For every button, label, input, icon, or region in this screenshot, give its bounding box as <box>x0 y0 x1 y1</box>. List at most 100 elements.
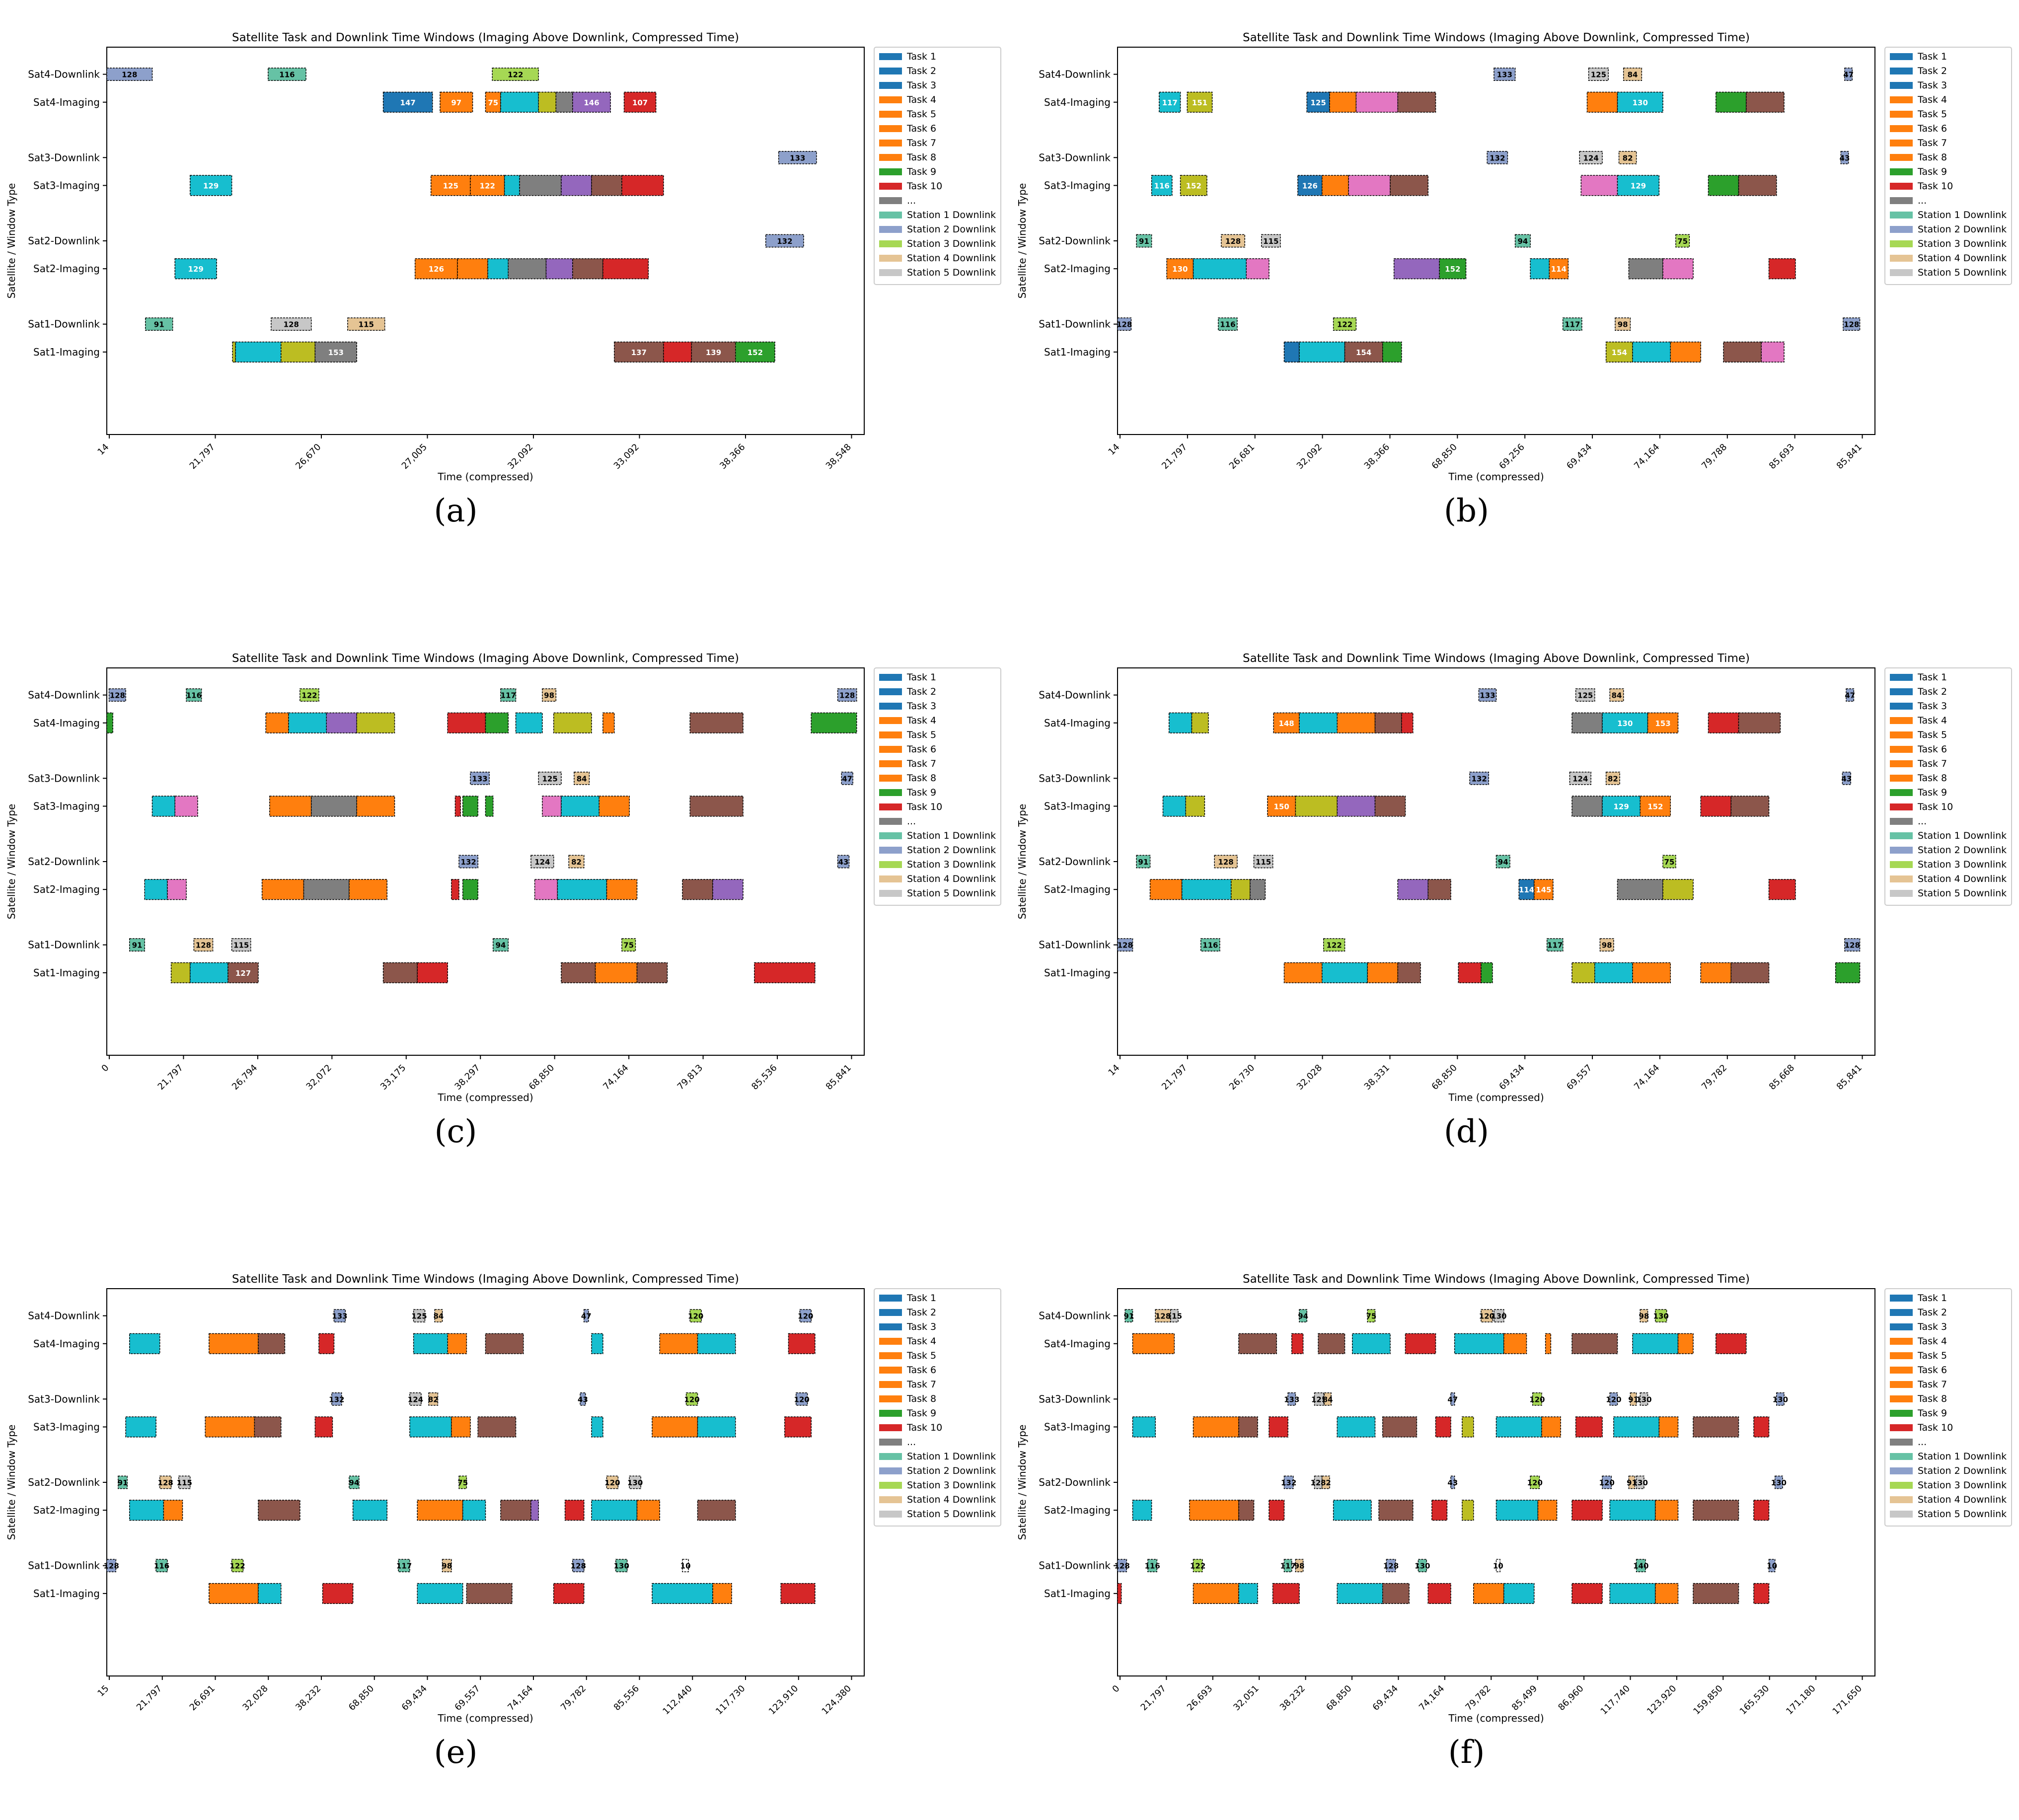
bar-label: 140 <box>1633 1562 1648 1571</box>
downlink-bar <box>193 938 214 952</box>
imaging-bar <box>1594 962 1633 983</box>
downlink-bar <box>1675 234 1690 248</box>
imaging-bar <box>659 1333 698 1354</box>
legend-swatch <box>1890 1367 1913 1374</box>
imaging-bar <box>682 879 713 900</box>
x-tick-label: 68,850 <box>1429 1063 1459 1092</box>
imaging-bar <box>1670 341 1701 363</box>
legend-swatch <box>879 1511 902 1518</box>
legend-swatch <box>1890 1395 1913 1402</box>
imaging-bar <box>1768 258 1796 280</box>
bar-label: 82 <box>1623 153 1633 162</box>
imaging-bar <box>1496 1500 1539 1521</box>
downlink-bar <box>765 234 804 248</box>
imaging-bar <box>572 258 603 280</box>
bar-label: 116 <box>1154 181 1170 190</box>
imaging-bar <box>205 1416 255 1438</box>
legend-entry: Station 1 Downlink <box>907 210 996 220</box>
legend-swatch <box>1890 847 1913 854</box>
bar-label: 128 <box>103 1562 119 1571</box>
imaging-bar <box>1382 1416 1418 1438</box>
x-tick-label: 86,960 <box>1556 1683 1585 1713</box>
legend-swatch <box>879 818 902 825</box>
legend <box>874 47 1001 285</box>
x-tick-label: 79,782 <box>559 1683 588 1713</box>
chart-title: Satellite Task and Downlink Time Windows… <box>232 1273 739 1286</box>
bar-label: 114 <box>1519 885 1534 894</box>
bar-label: 128 <box>1118 941 1133 950</box>
bar-label: 125 <box>411 1312 427 1321</box>
imaging-bar <box>265 712 289 733</box>
imaging-bar <box>1393 258 1440 280</box>
imaging-bar <box>144 879 168 900</box>
legend-entry: Station 1 Downlink <box>1918 1451 2007 1462</box>
bar-label: 120 <box>798 1312 813 1321</box>
legend-swatch <box>879 1482 902 1489</box>
legend-entry: Task 5 <box>906 729 936 740</box>
x-axis-label: Time (compressed) <box>437 1092 533 1103</box>
imaging-bar <box>1632 962 1671 983</box>
imaging-bar <box>1503 1333 1527 1354</box>
legend-swatch <box>879 717 902 724</box>
x-tick-label: 68,850 <box>347 1683 376 1713</box>
downlink-bar <box>542 688 557 702</box>
y-tick-label: Sat1-Downlink <box>28 318 100 330</box>
x-tick-label: 171,180 <box>1784 1683 1817 1717</box>
x-tick-label: 74,164 <box>1417 1683 1446 1713</box>
bar-label: 116 <box>154 1562 169 1571</box>
x-axis-label: Time (compressed) <box>1448 471 1544 483</box>
legend-entry: Task 7 <box>906 758 936 769</box>
imaging-bar <box>1401 712 1414 733</box>
legend <box>874 1288 1001 1527</box>
legend-swatch <box>879 688 902 695</box>
downlink-bar <box>1640 1392 1648 1406</box>
bar-label: 151 <box>1192 98 1207 107</box>
imaging-bar <box>1250 879 1266 900</box>
x-tick-label: 32,028 <box>1295 1063 1324 1092</box>
imaging-bar <box>1374 712 1402 733</box>
imaging-bar <box>1753 1500 1770 1521</box>
x-tick-label: 0 <box>1111 1683 1122 1695</box>
imaging-bar <box>1575 1416 1603 1438</box>
bar-label: 128 <box>1225 237 1241 246</box>
y-tick-label: Sat2-Downlink <box>28 1476 100 1488</box>
downlink-bar <box>568 855 585 869</box>
legend-entry: Task 8 <box>1917 773 1947 784</box>
x-tick-label: 33,175 <box>378 1063 408 1092</box>
downlink-bar <box>492 68 539 81</box>
bar-label: 154 <box>1612 348 1627 357</box>
downlink-bar <box>1562 317 1582 331</box>
imaging-bar <box>227 962 259 983</box>
legend-entry: Task 3 <box>1917 1321 1947 1332</box>
bar-label: 127 <box>235 969 251 978</box>
y-axis-label: Satellite / Window Type <box>1016 1425 1028 1540</box>
bar-label: 91 <box>1628 1395 1639 1404</box>
legend-entry: Task 1 <box>1917 1293 1947 1304</box>
bar-label: 117 <box>396 1562 412 1571</box>
imaging-bar <box>1117 1583 1122 1604</box>
bar-label: 132 <box>1490 153 1505 162</box>
legend-swatch <box>879 803 902 810</box>
downlink-bar <box>629 1475 641 1489</box>
imaging-bar <box>190 962 228 983</box>
imaging-bar <box>636 1500 660 1521</box>
imaging-bar <box>1238 1583 1258 1604</box>
legend-entry: ... <box>907 1437 916 1448</box>
legend-swatch <box>1890 1309 1913 1316</box>
legend-entry: Task 8 <box>906 1393 936 1404</box>
downlink-bar <box>1628 1475 1636 1489</box>
y-tick-label: Sat4-Downlink <box>1039 1310 1111 1322</box>
legend-entry: Task 5 <box>1917 1350 1947 1361</box>
imaging-bar <box>1189 1500 1239 1521</box>
legend-entry: Station 2 Downlink <box>907 845 996 856</box>
imaging-bar <box>1337 1583 1383 1604</box>
x-tick-label: 21,797 <box>1160 442 1189 471</box>
imaging-bar <box>1462 1500 1474 1521</box>
downlink-bar <box>1843 317 1861 331</box>
imaging-bar <box>281 341 316 363</box>
imaging-bar <box>652 1583 713 1604</box>
bar-label: 128 <box>571 1562 586 1571</box>
imaging-bar <box>1151 175 1173 196</box>
downlink-bar <box>1615 317 1631 331</box>
